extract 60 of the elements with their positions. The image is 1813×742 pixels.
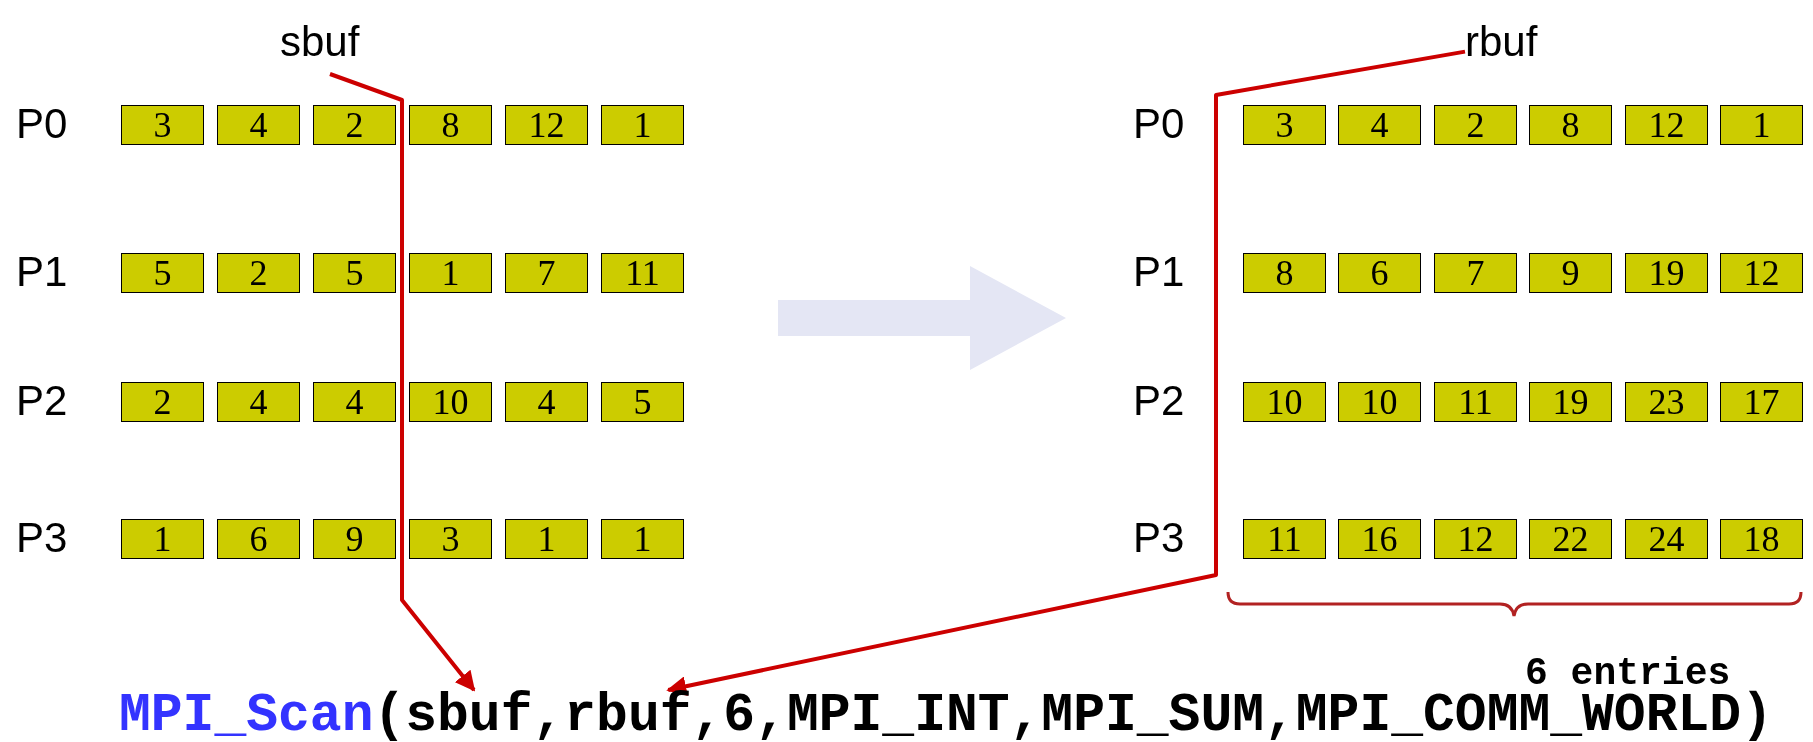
process-label: P0	[16, 100, 68, 148]
value-cell: 12	[505, 105, 588, 145]
value-cell: 4	[217, 105, 300, 145]
value-cell: 24	[1625, 519, 1708, 559]
value-cell: 3	[121, 105, 204, 145]
value-cell: 5	[313, 253, 396, 293]
value-cell: 12	[1720, 253, 1803, 293]
value-cell: 12	[1434, 519, 1517, 559]
value-cell: 19	[1529, 382, 1612, 422]
value-cell: 10	[409, 382, 492, 422]
value-cell: 4	[217, 382, 300, 422]
value-cell: 6	[217, 519, 300, 559]
process-label: P1	[16, 248, 68, 296]
function-call-code: MPI_Scan(sbuf,rbuf,6,MPI_INT,MPI_SUM,MPI_COMM_WORLD)	[119, 690, 1773, 742]
process-label: P3	[16, 514, 68, 562]
value-cell: 1	[409, 253, 492, 293]
value-cell: 7	[505, 253, 588, 293]
arrow	[329, 72, 476, 692]
value-cell: 2	[217, 253, 300, 293]
value-cell: 7	[1434, 253, 1517, 293]
process-label: P0	[1133, 100, 1185, 148]
value-cell: 18	[1720, 519, 1803, 559]
value-cell: 8	[1529, 105, 1612, 145]
value-cell: 2	[313, 105, 396, 145]
value-cell: 12	[1625, 105, 1708, 145]
value-cell: 4	[1338, 105, 1421, 145]
value-cell: 2	[1434, 105, 1517, 145]
value-cell: 19	[1625, 253, 1708, 293]
value-cell: 9	[1529, 253, 1612, 293]
value-cell: 16	[1338, 519, 1421, 559]
value-cell: 2	[121, 382, 204, 422]
value-cell: 10	[1338, 382, 1421, 422]
value-cell: 6	[1338, 253, 1421, 293]
value-cell: 1	[601, 519, 684, 559]
process-label: P2	[16, 377, 68, 425]
value-cell: 1	[601, 105, 684, 145]
value-cell: 17	[1720, 382, 1803, 422]
value-cell: 4	[313, 382, 396, 422]
process-label: P2	[1133, 377, 1185, 425]
value-cell: 8	[1243, 253, 1326, 293]
buffer-name: sbuf	[280, 18, 360, 66]
value-cell: 9	[313, 519, 396, 559]
value-cell: 11	[1434, 382, 1517, 422]
value-cell: 1	[505, 519, 588, 559]
value-cell: 4	[505, 382, 588, 422]
value-cell: 1	[121, 519, 204, 559]
process-label: P3	[1133, 514, 1185, 562]
value-cell: 22	[1529, 519, 1612, 559]
value-cell: 5	[601, 382, 684, 422]
value-cell: 10	[1243, 382, 1326, 422]
value-cell: 3	[409, 519, 492, 559]
value-cell: 11	[601, 253, 684, 293]
value-cell: 1	[1720, 105, 1803, 145]
value-cell: 8	[409, 105, 492, 145]
process-label: P1	[1133, 248, 1185, 296]
value-cell: 11	[1243, 519, 1326, 559]
buffer-name: rbuf	[1465, 18, 1538, 66]
value-cell: 23	[1625, 382, 1708, 422]
value-cell: 5	[121, 253, 204, 293]
value-cell: 3	[1243, 105, 1326, 145]
